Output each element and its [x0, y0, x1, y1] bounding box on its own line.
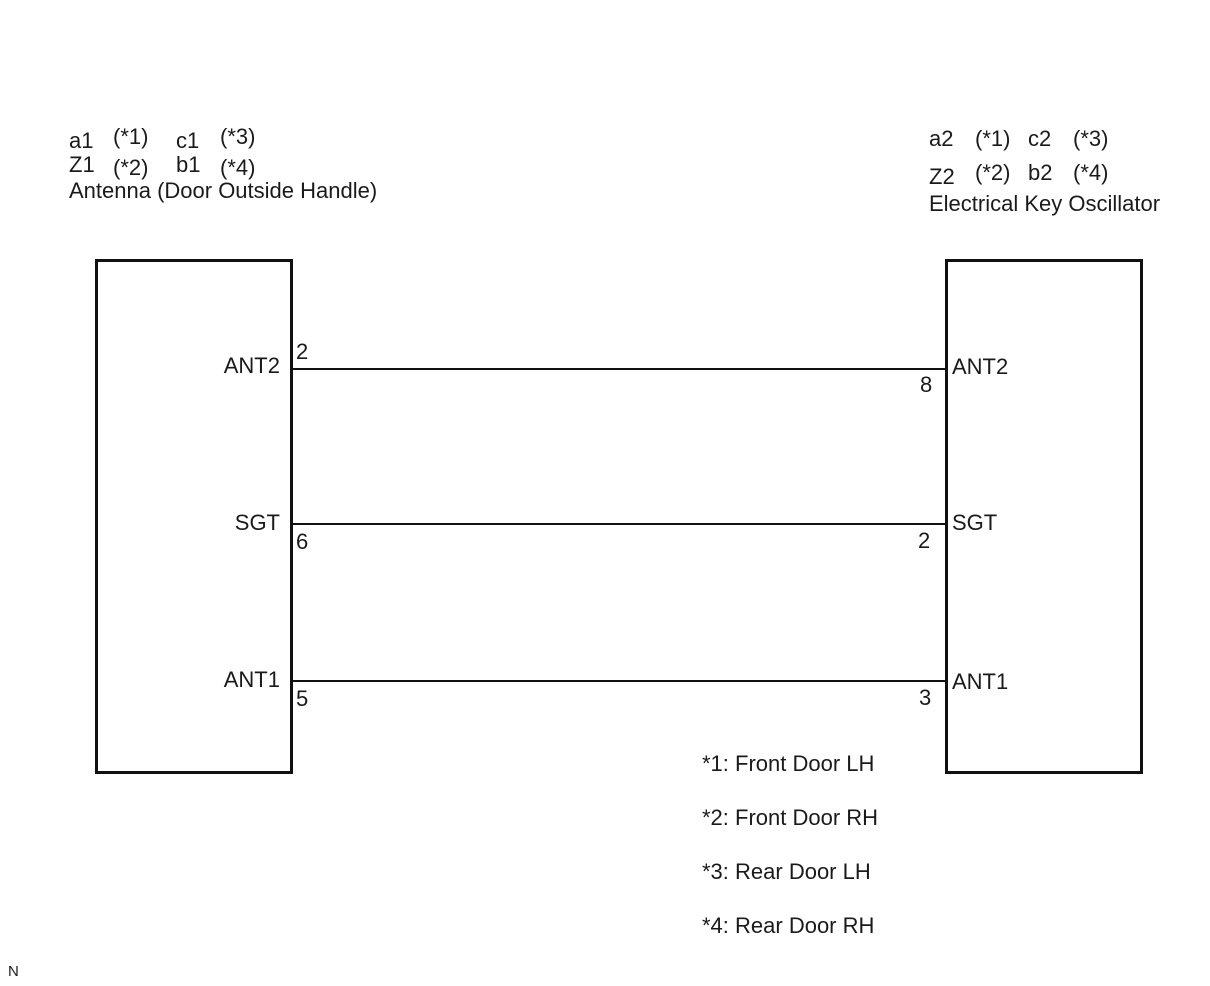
- left-component-name: Antenna (Door Outside Handle): [69, 178, 378, 203]
- left-signal-ant2: ANT2: [223, 353, 280, 378]
- left-pin-sgt: 6: [296, 529, 309, 554]
- left-signal-sgt: SGT: [234, 510, 280, 535]
- right-variant-z2: (*2): [975, 160, 1011, 185]
- left-variant-c1: (*3): [220, 124, 256, 149]
- left-code-z1: Z1: [69, 152, 95, 177]
- right-code-z2: Z2: [929, 164, 955, 189]
- right-signal-ant1: ANT1: [952, 669, 1009, 694]
- left-pin-ant1: 5: [296, 686, 309, 711]
- right-variant-b2: (*4): [1073, 160, 1109, 185]
- wire-ant1: [292, 680, 946, 682]
- wire-sgt: [292, 523, 946, 525]
- right-component-box: [945, 259, 1143, 774]
- right-code-c2: c2: [1028, 126, 1052, 151]
- legend-item: *2: Front Door RH: [702, 805, 879, 830]
- right-pin-ant1: 3: [919, 685, 932, 710]
- right-pin-sgt: 2: [918, 528, 931, 553]
- left-code-a1: a1: [69, 128, 94, 153]
- right-pin-ant2: 8: [920, 372, 933, 397]
- legend-item: *1: Front Door LH: [702, 751, 875, 776]
- legend-item: *3: Rear Door LH: [702, 859, 871, 884]
- left-variant-a1: (*1): [113, 124, 149, 149]
- left-signal-ant1: ANT1: [223, 667, 280, 692]
- right-signal-ant2: ANT2: [952, 354, 1009, 379]
- left-code-b1: b1: [176, 152, 201, 177]
- left-variant-b1: (*4): [220, 155, 256, 180]
- right-code-a2: a2: [929, 126, 954, 151]
- left-variant-z1: (*2): [113, 155, 149, 180]
- corner-mark: N: [8, 963, 19, 980]
- right-signal-sgt: SGT: [952, 510, 998, 535]
- left-code-c1: c1: [176, 128, 200, 153]
- right-code-b2: b2: [1028, 160, 1053, 185]
- right-variant-c2: (*3): [1073, 126, 1109, 151]
- right-variant-a2: (*1): [975, 126, 1011, 151]
- left-component-box: [95, 259, 293, 774]
- left-pin-ant2: 2: [296, 339, 309, 364]
- wire-ant2: [292, 368, 946, 370]
- legend-item: *4: Rear Door RH: [702, 913, 875, 938]
- right-component-name: Electrical Key Oscillator: [929, 191, 1161, 216]
